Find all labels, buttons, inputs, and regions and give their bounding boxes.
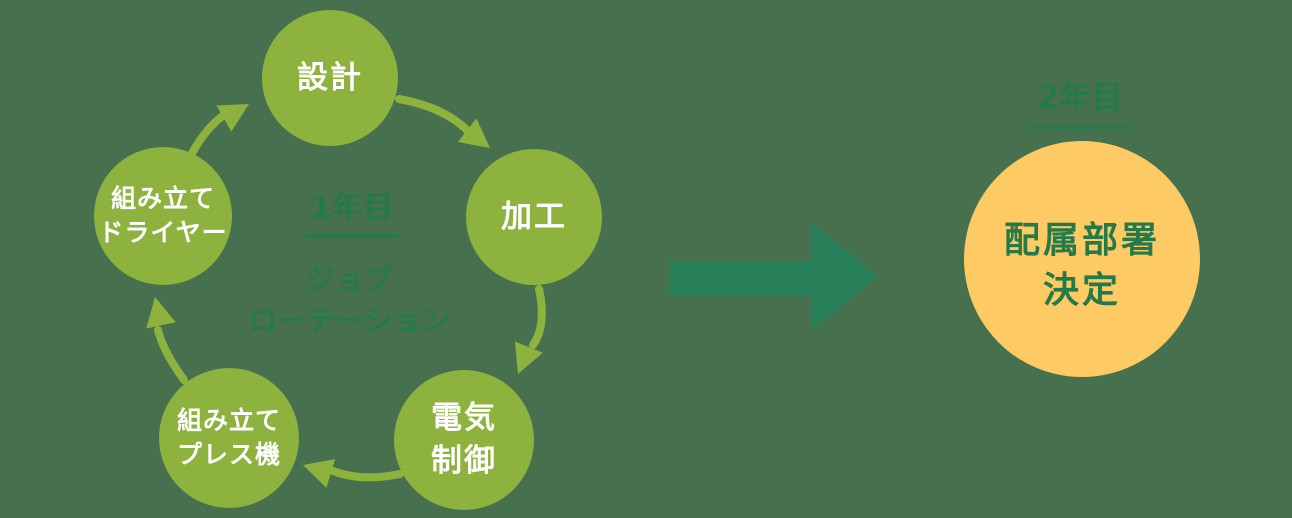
result-circle-label: 配属部署 決定 xyxy=(964,141,1200,377)
arrow-head xyxy=(303,459,336,488)
cycle-node-processing-circle xyxy=(466,149,602,285)
cycle-node-assembly-press-label: 組み立て プレス機 xyxy=(159,368,299,508)
transition-arrow-icon xyxy=(670,222,878,331)
cycle-node-assembly-dryer-circle xyxy=(94,147,232,285)
cycle-node-electrical-control-circle xyxy=(394,370,534,510)
arrow-head xyxy=(216,104,249,132)
node-label-line: 電気 xyxy=(431,400,497,436)
node-label-line: プレス機 xyxy=(176,440,281,469)
node-label-line: 組み立て xyxy=(110,184,215,213)
arrow-head xyxy=(514,341,543,374)
arrow-head xyxy=(457,118,490,148)
cycle-center-title-line: ローテーション xyxy=(248,304,452,337)
arrow-curve xyxy=(154,326,188,384)
arrow-curve xyxy=(329,467,404,482)
cycle-arrow-press-to-dryer-icon xyxy=(146,297,188,384)
cycle-arrow-design-to-processing-icon xyxy=(395,95,490,148)
cycle-node-electrical-control-label: 電気 制御 xyxy=(394,370,534,510)
cycle-node-design-label: 設計 xyxy=(262,10,398,146)
node-label-line: 組み立て xyxy=(176,406,281,435)
arrow-curve xyxy=(529,285,546,349)
cycle-node-assembly-press-circle xyxy=(159,368,299,508)
cycle-arrow-electrical-to-press-icon xyxy=(303,459,404,488)
result-label-line: 決定 xyxy=(1042,270,1121,311)
node-label-line: 設計 xyxy=(297,59,363,96)
arrow-head xyxy=(146,297,176,329)
result-circle xyxy=(964,141,1200,377)
node-label-line: ドライヤー xyxy=(98,218,228,247)
cycle-node-processing-label: 加工 xyxy=(466,149,602,285)
cycle-arrow-processing-to-electrical-icon xyxy=(514,285,546,374)
cycle-node-design-circle xyxy=(262,10,398,146)
node-label-line: 加工 xyxy=(501,198,567,235)
year-2-label: 2年目 xyxy=(1031,72,1129,129)
cycle-center-title-line: ジョブ xyxy=(306,263,394,296)
cycle-arrow-dryer-to-design-icon xyxy=(186,104,249,161)
cycle-center-title: ジョブ ローテーション xyxy=(200,259,500,341)
arrow-curve xyxy=(395,95,472,135)
cycle-node-assembly-dryer-label: 組み立て ドライヤー xyxy=(94,147,232,285)
node-label-line: 制御 xyxy=(431,443,497,479)
year-1-label: 1年目 xyxy=(305,182,399,238)
result-label-line: 配属部署 xyxy=(1003,220,1160,261)
